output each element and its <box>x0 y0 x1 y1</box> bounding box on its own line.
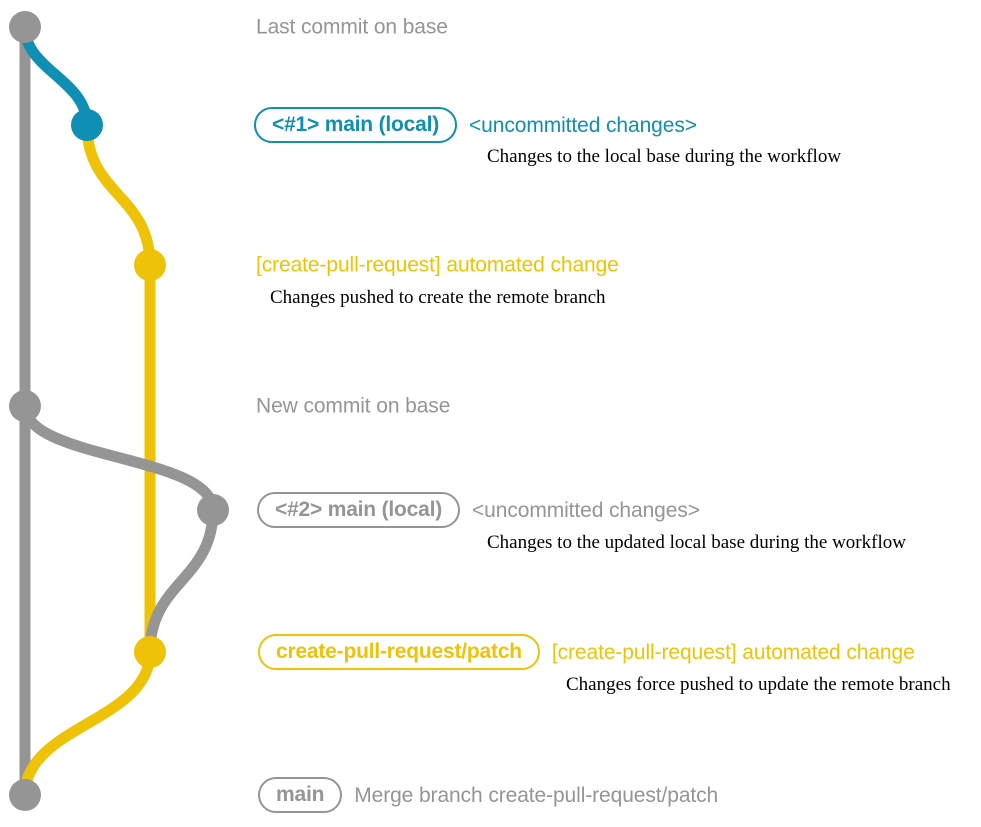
ref-badge-local-main-1[interactable]: <#1> main (local) <box>254 107 458 143</box>
commit-node-local-main-2[interactable] <box>197 494 229 526</box>
commit-node-automated-change-2[interactable] <box>134 636 166 668</box>
annotation-automated-change-1: Changes pushed to create the remote bran… <box>270 287 606 308</box>
annotation-local-main-1: Changes to the local base during the wor… <box>487 146 842 167</box>
commit-row-local-main-1: <#1> main (local) <uncommitted changes> <box>254 107 697 143</box>
commit-subject: [create-pull-request] automated change <box>256 253 619 277</box>
commit-node-last-commit-on-base[interactable] <box>9 11 41 43</box>
edge-local-main-1-to-automated-1 <box>81 119 156 271</box>
edge-local-main-2-to-automated-2 <box>144 504 219 658</box>
ref-badge-main[interactable]: main <box>258 777 343 813</box>
commit-subject: Last commit on base <box>256 15 448 39</box>
annotation-automated-change-2: Changes force pushed to update the remot… <box>566 674 951 695</box>
commit-row-merge-commit: main Merge branch create-pull-request/pa… <box>258 777 718 813</box>
commit-node-local-main-1[interactable] <box>71 109 103 141</box>
commit-subject: [create-pull-request] automated change <box>551 640 915 664</box>
ref-badge-local-main-2[interactable]: <#2> main (local) <box>257 492 461 528</box>
edge-new-base-to-local-main-2 <box>19 400 219 516</box>
ref-badge-create-pull-request-patch[interactable]: create-pull-request/patch <box>258 634 540 670</box>
commit-node-merge-commit[interactable] <box>9 779 41 811</box>
commit-row-local-main-2: <#2> main (local) <uncommitted changes> <box>257 492 700 528</box>
edge-automated-2-to-merge <box>19 646 156 801</box>
commit-row-last-commit-on-base: Last commit on base <box>256 17 448 38</box>
commit-subject: <uncommitted changes> <box>472 498 700 522</box>
annotation-local-main-2: Changes to the updated local base during… <box>487 532 906 553</box>
commit-row-automated-change-1: [create-pull-request] automated change <box>256 255 619 276</box>
commit-node-automated-change-1[interactable] <box>134 249 166 281</box>
commit-node-new-commit-on-base[interactable] <box>9 390 41 422</box>
commit-subject: <uncommitted changes> <box>469 113 697 137</box>
commit-subject: Merge branch create-pull-request/patch <box>354 783 719 807</box>
commit-row-automated-change-2: create-pull-request/patch [create-pull-r… <box>258 634 915 670</box>
commit-row-new-commit-on-base: New commit on base <box>256 396 450 417</box>
commit-subject: New commit on base <box>256 394 451 418</box>
